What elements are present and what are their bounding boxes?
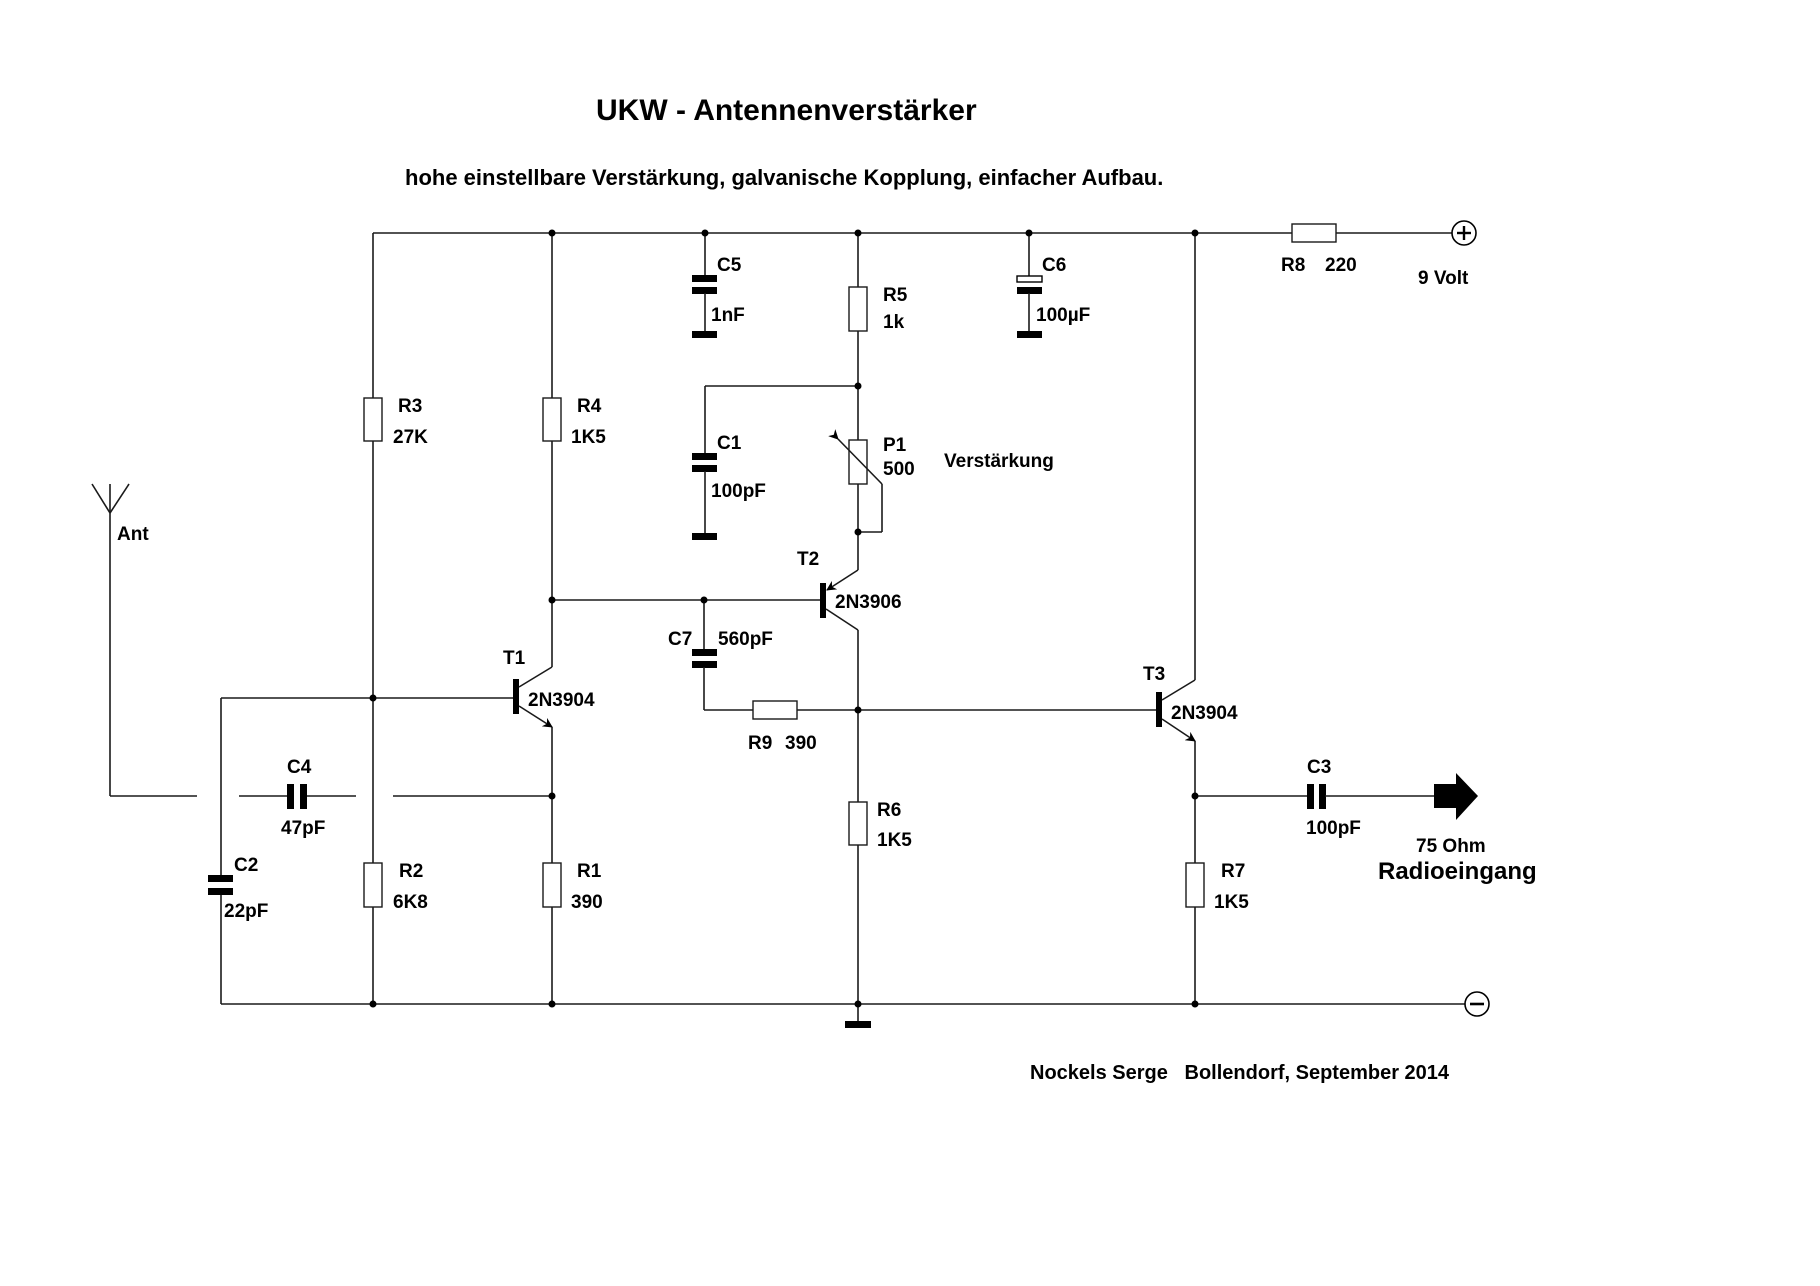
capacitor-c1 xyxy=(692,385,858,540)
output-label: Radioeingang xyxy=(1378,858,1537,885)
potentiometer-p1[interactable] xyxy=(828,429,883,570)
ground-symbol xyxy=(845,1004,871,1028)
transistor-t2 xyxy=(820,569,859,802)
c7-value: 560pF xyxy=(718,629,773,650)
c2-value: 22pF xyxy=(224,901,268,922)
resistor-r2 xyxy=(363,862,383,1004)
c3-name: C3 xyxy=(1307,757,1331,778)
capacitor-c7 xyxy=(692,600,753,711)
capacitor-c6 xyxy=(1016,233,1043,338)
c1-value: 100pF xyxy=(711,481,766,502)
capacitor-c2 xyxy=(208,698,233,1004)
t1-name: T1 xyxy=(503,648,526,669)
c2-name: C2 xyxy=(234,855,258,876)
r6-name: R6 xyxy=(877,800,901,821)
c4-value: 47pF xyxy=(281,818,325,839)
r1-name: R1 xyxy=(577,861,602,882)
capacitor-c4 xyxy=(287,784,307,809)
t3-name: T3 xyxy=(1143,664,1165,685)
r2-value: 6K8 xyxy=(393,892,428,913)
t2-type: 2N3906 xyxy=(835,592,902,613)
supply-voltage-label: 9 Volt xyxy=(1418,268,1469,289)
p1-name: P1 xyxy=(883,435,907,456)
positive-terminal xyxy=(1451,220,1477,246)
r2-name: R2 xyxy=(399,861,423,882)
r7-value: 1K5 xyxy=(1214,892,1249,913)
r8-name: R8 xyxy=(1281,255,1305,276)
output-impedance: 75 Ohm xyxy=(1416,836,1486,857)
c5-name: C5 xyxy=(717,255,742,276)
page-subtitle: hohe einstellbare Verstärkung, galvanisc… xyxy=(405,165,1163,190)
r7-name: R7 xyxy=(1221,861,1245,882)
c6-value: 100µF xyxy=(1036,305,1090,326)
t3-type: 2N3904 xyxy=(1171,703,1238,724)
r3-value: 27K xyxy=(393,427,428,448)
r3-name: R3 xyxy=(398,396,422,417)
r8-value: 220 xyxy=(1325,255,1357,276)
resistor-r3 xyxy=(363,233,383,863)
r9-name: R9 xyxy=(748,733,772,754)
c5-value: 1nF xyxy=(711,305,745,326)
r4-name: R4 xyxy=(577,396,602,417)
negative-terminal xyxy=(1464,991,1490,1017)
t1-type: 2N3904 xyxy=(528,690,595,711)
r9-value: 390 xyxy=(785,733,817,754)
author-credit: Nockels Serge Bollendorf, September 2014 xyxy=(1030,1062,1450,1084)
r5-value: 1k xyxy=(883,312,905,333)
r6-value: 1K5 xyxy=(877,830,912,851)
resistor-r1 xyxy=(542,862,562,1004)
resistor-r4 xyxy=(542,233,562,667)
t2-name: T2 xyxy=(797,549,819,570)
c4-name: C4 xyxy=(287,757,312,778)
resistor-r7 xyxy=(1185,862,1205,1004)
r4-value: 1K5 xyxy=(571,427,606,448)
resistor-r6 xyxy=(848,801,868,1004)
antenna-icon xyxy=(91,483,197,797)
c3-value: 100pF xyxy=(1306,818,1361,839)
c6-name: C6 xyxy=(1042,255,1066,276)
capacitor-c3 xyxy=(1195,784,1435,809)
resistor-r8 xyxy=(1291,223,1337,243)
page-title: UKW - Antennenverstärker xyxy=(596,94,977,127)
resistor-r5 xyxy=(848,233,868,440)
transistor-t3 xyxy=(1156,233,1196,863)
junction-nodes xyxy=(369,229,1199,1008)
output-arrow-icon xyxy=(1434,773,1478,820)
capacitor-c5 xyxy=(692,233,717,338)
r5-name: R5 xyxy=(883,285,908,306)
r1-value: 390 xyxy=(571,892,603,913)
antenna-label: Ant xyxy=(117,524,149,545)
p1-value: 500 xyxy=(883,459,915,480)
c1-name: C1 xyxy=(717,433,742,454)
gain-label: Verstärkung xyxy=(944,451,1054,472)
c7-name: C7 xyxy=(668,629,692,650)
resistor-r9 xyxy=(752,700,1159,720)
